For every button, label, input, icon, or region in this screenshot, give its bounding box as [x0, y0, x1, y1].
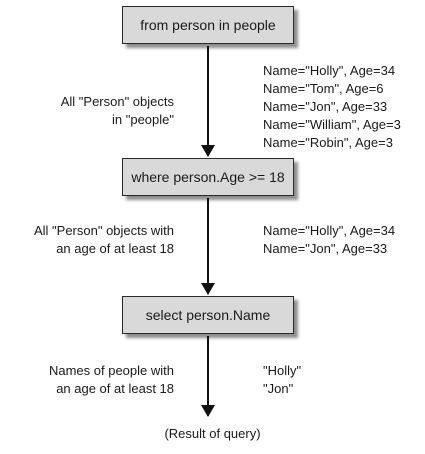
description-line: All "Person" objects [60, 94, 174, 109]
description-line: Names of people with [48, 363, 174, 378]
where-clause-box: where person.Age >= 18 [122, 158, 294, 196]
value-line: Name="Holly", Age=34 [263, 63, 396, 78]
description-step-3: Names of people with an age of at least … [49, 362, 174, 398]
value-line: "Jon" [263, 381, 294, 396]
description-line: in "people" [112, 112, 174, 127]
description-line: an age of at least 18 [56, 381, 174, 396]
values-step-2: Name="Holly", Age=34 Name="Jon", Age=33 [263, 222, 395, 258]
from-clause-box: from person in people [122, 6, 294, 44]
description-step-1: All "Person" objects in "people" [61, 93, 174, 129]
values-step-1: Name="Holly", Age=34 Name="Tom", Age=6 N… [263, 62, 401, 152]
from-clause-text: from person in people [140, 17, 276, 33]
description-line: an age of at least 18 [56, 241, 174, 256]
value-line: Name="Jon", Age=33 [263, 99, 388, 114]
value-line: Name="Robin", Age=3 [263, 135, 393, 150]
values-step-3: "Holly" "Jon" [263, 362, 301, 398]
result-label: (Result of query) [164, 426, 261, 441]
select-clause-text: select person.Name [145, 307, 271, 323]
value-line: "Holly" [263, 363, 302, 378]
description-line: All "Person" objects with [33, 223, 174, 238]
value-line: Name="Holly", Age=34 [263, 223, 396, 238]
value-line: Name="William", Age=3 [263, 117, 401, 132]
value-line: Name="Jon", Age=33 [263, 241, 388, 256]
description-step-2: All "Person" objects with an age of at l… [34, 222, 174, 258]
where-clause-text: where person.Age >= 18 [131, 169, 285, 185]
select-clause-box: select person.Name [122, 296, 294, 334]
value-line: Name="Tom", Age=6 [263, 81, 384, 96]
